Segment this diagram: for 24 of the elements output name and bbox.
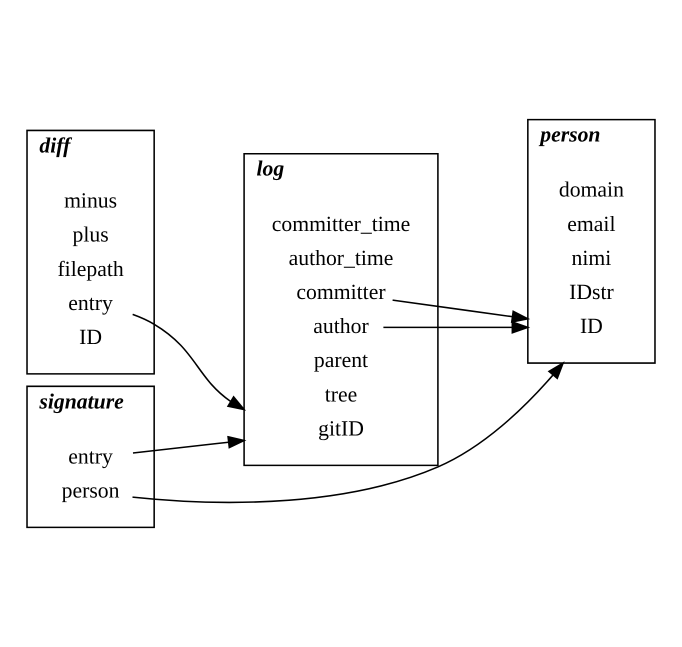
node-text: minus bbox=[64, 188, 118, 213]
node-text: gitID bbox=[318, 416, 364, 440]
node-text: ID bbox=[79, 324, 102, 349]
node-text: person bbox=[62, 478, 120, 502]
node-text: nimi bbox=[572, 246, 612, 270]
arrow bbox=[132, 361, 565, 504]
node-text: author bbox=[313, 314, 369, 338]
node-text: entry bbox=[68, 444, 113, 468]
arrow bbox=[132, 314, 246, 411]
node-text: author_time bbox=[288, 246, 394, 270]
arrow bbox=[132, 436, 246, 454]
node-text: tree bbox=[324, 382, 358, 406]
arrow bbox=[392, 299, 530, 324]
node-text: plus bbox=[72, 222, 109, 247]
node-text: ID bbox=[580, 314, 603, 338]
arrow bbox=[383, 320, 530, 334]
node-text: IDstr bbox=[569, 280, 614, 304]
node-text: domain bbox=[558, 178, 624, 202]
node-text: email bbox=[567, 212, 616, 236]
node-text: committer_time bbox=[272, 212, 410, 236]
node-text: parent bbox=[314, 348, 368, 372]
node-text: committer bbox=[296, 280, 386, 304]
node-text: filepath bbox=[57, 256, 124, 281]
node-text: entry bbox=[68, 290, 113, 315]
